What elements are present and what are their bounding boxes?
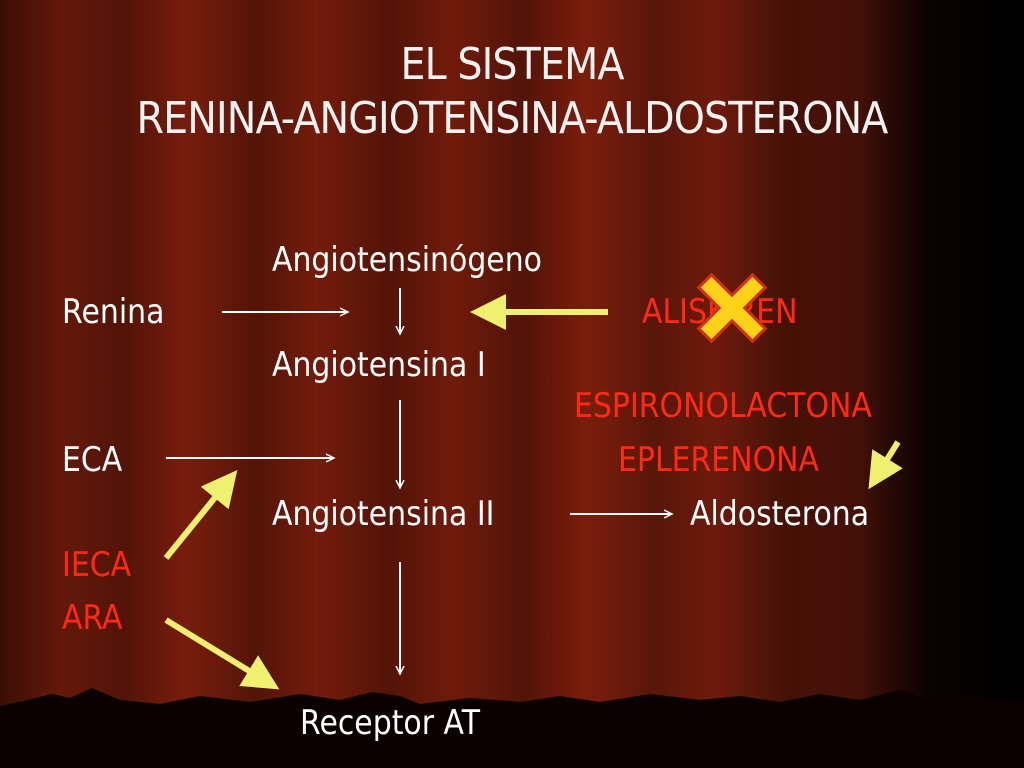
inhibitor-eplerenona: EPLERENONA: [618, 440, 819, 480]
node-angiotensinogen: Angiotensinógeno: [272, 240, 542, 280]
inhibitor-ieca: IECA: [62, 545, 132, 585]
arrow-ieca-to-eca: [163, 470, 238, 560]
node-receptor-at: Receptor AT: [300, 703, 480, 743]
arrow-eplerenona-to-aldosterona: [868, 440, 903, 490]
arrow-ara-to-receptor: [164, 617, 280, 690]
cross-mark-icon: [696, 272, 768, 344]
ground-silhouette: [0, 688, 1024, 768]
node-angiotensin-ii: Angiotensina II: [272, 494, 495, 534]
title-line-1: EL SISTEMA: [400, 39, 624, 90]
enzyme-eca: ECA: [62, 440, 123, 480]
node-aldosterona: Aldosterona: [690, 494, 870, 534]
node-angiotensin-i: Angiotensina I: [272, 345, 486, 385]
enzyme-renina: Renina: [62, 292, 165, 332]
inhibitor-espironolactona: ESPIRONOLACTONA: [574, 386, 872, 426]
slide-title: EL SISTEMA RENINA-ANGIOTENSINA-ALDOSTERO…: [51, 38, 973, 146]
title-line-2: RENINA-ANGIOTENSINA-ALDOSTERONA: [136, 93, 889, 144]
inhibitor-ara: ARA: [62, 598, 123, 638]
